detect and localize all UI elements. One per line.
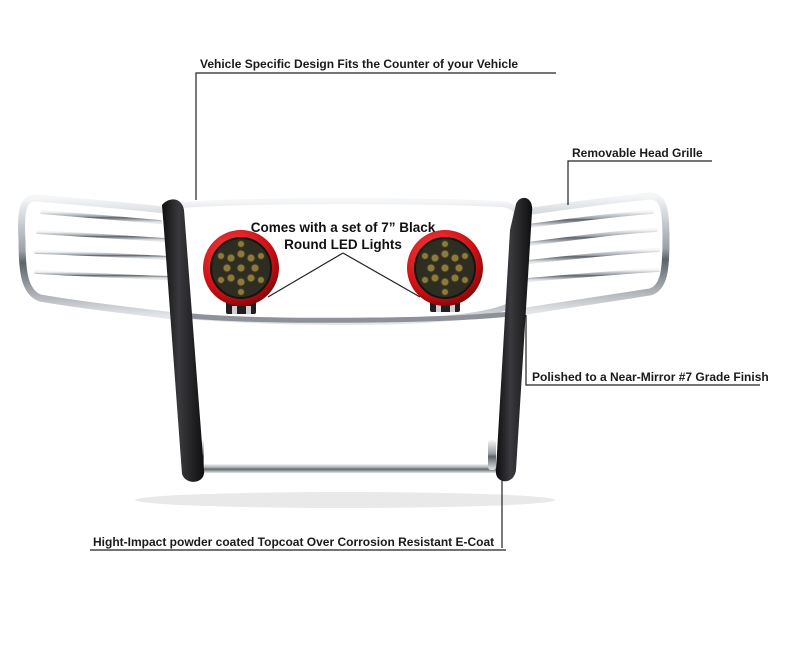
lower-crossbar-chrome bbox=[189, 311, 511, 323]
leader-light-left bbox=[267, 252, 344, 298]
right-led-light bbox=[407, 230, 483, 312]
right-wing-grille bbox=[516, 192, 670, 316]
callout-polished-finish: Polished to a Near-Mirror #7 Grade Finis… bbox=[532, 370, 769, 384]
right-upright-black bbox=[495, 197, 533, 482]
leader-light-right bbox=[342, 252, 421, 298]
left-wing-grille bbox=[18, 194, 179, 320]
leader-finish bbox=[525, 315, 760, 386]
callout-leader-lines bbox=[90, 72, 760, 551]
callout-vehicle-specific: Vehicle Specific Design Fits the Counter… bbox=[200, 57, 519, 71]
bottom-crossbar bbox=[190, 440, 502, 473]
callout-powder-coat: Hight-Impact powder coated Topcoat Over … bbox=[93, 535, 495, 549]
left-upright-black bbox=[162, 199, 205, 482]
lights-label-line1: Comes with a set of 7” Black bbox=[250, 220, 436, 235]
lights-label: Comes with a set of 7” Black Round LED L… bbox=[248, 219, 438, 253]
callout-removable-grille: Removable Head Grille bbox=[572, 146, 703, 160]
left-led-light bbox=[203, 230, 279, 314]
leader-grille bbox=[567, 160, 712, 205]
floor-reflection bbox=[135, 492, 555, 508]
leader-top bbox=[195, 72, 556, 200]
lights-label-line2: Round LED Lights bbox=[284, 237, 402, 252]
